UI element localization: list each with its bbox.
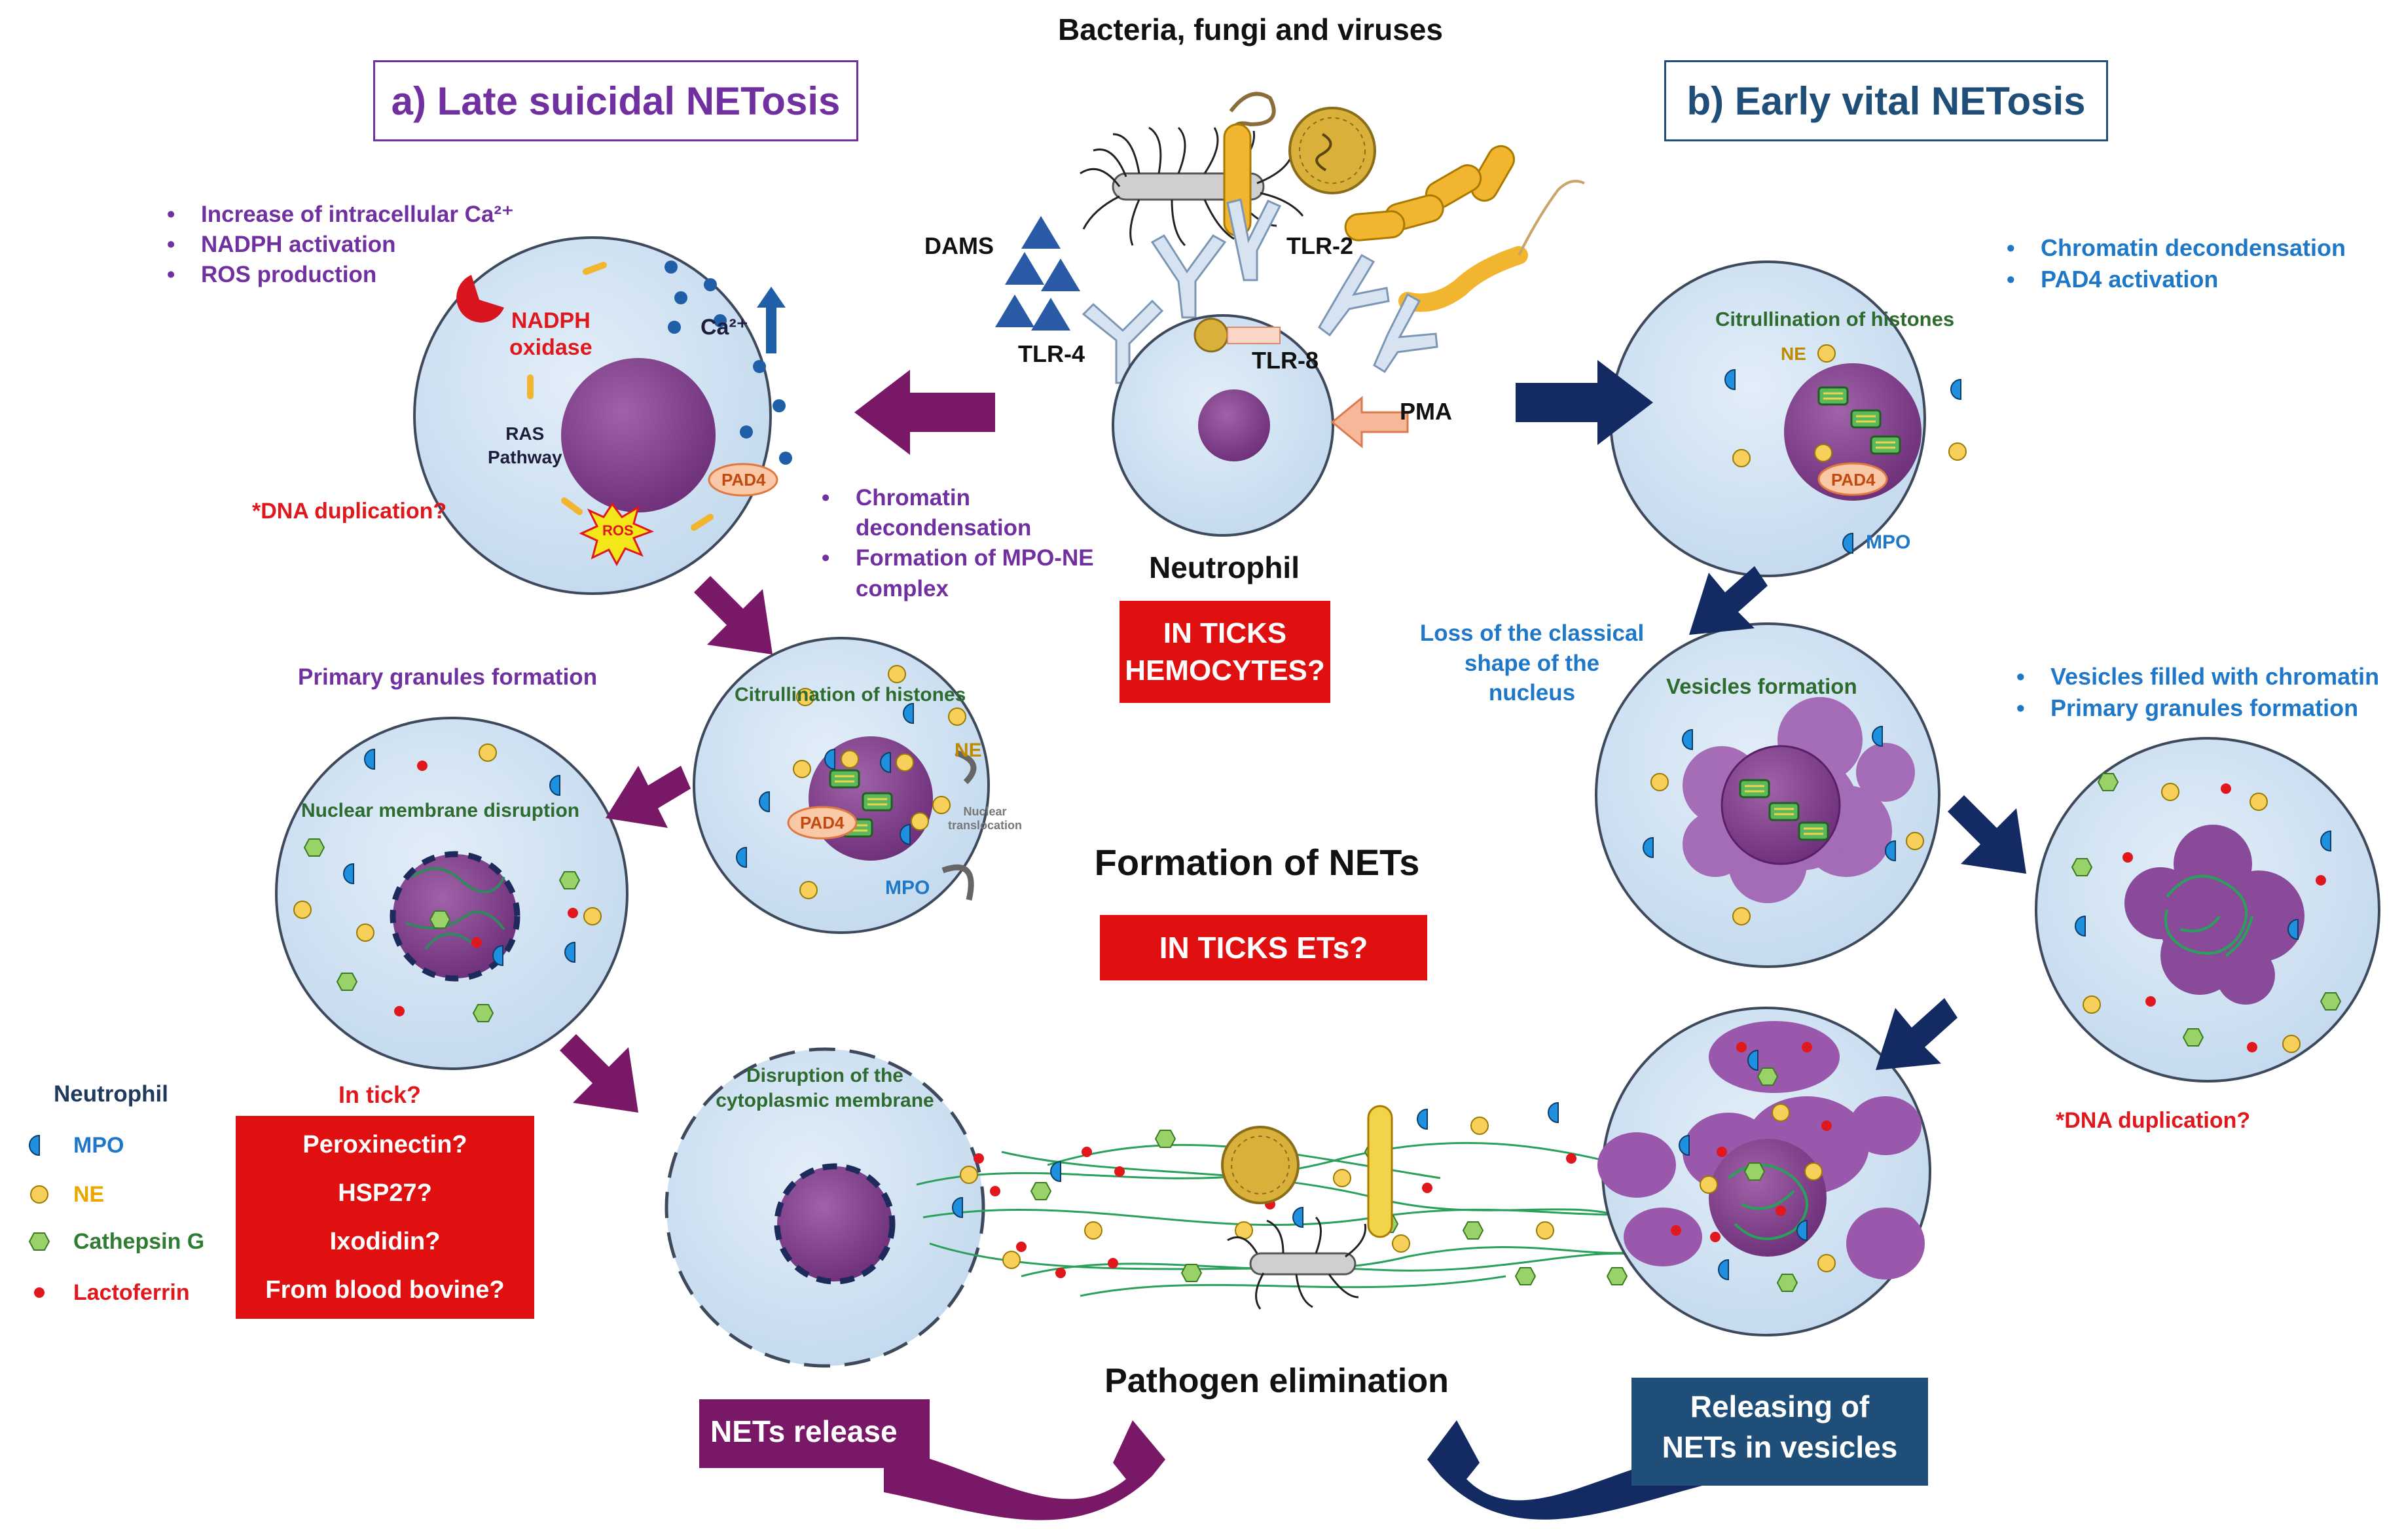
- fungus-icon: [1223, 92, 1585, 312]
- legend-item-lactoferrin: Lactoferrin: [20, 1276, 190, 1309]
- early-bullet-2: PAD4 activation: [2007, 264, 2346, 295]
- receptor-tlr2: TLR-2: [1286, 232, 1353, 259]
- ne-icon: [30, 1185, 48, 1204]
- tick-candidate-1: Peroxinectin?: [302, 1130, 467, 1158]
- cathepsin-icon: [29, 1232, 50, 1251]
- calcium-label: Ca²⁺: [701, 315, 748, 340]
- nets-release-label: NETs release: [710, 1414, 898, 1448]
- mpo-label-early: MPO: [1866, 531, 1911, 553]
- late-bullet-2: NADPH activation: [167, 230, 514, 260]
- late-cell-4: [665, 1047, 985, 1368]
- in-tick-header: In tick?: [338, 1081, 422, 1108]
- legend-item-mpo: MPO: [20, 1129, 124, 1162]
- late-cell-3-title: Nuclear membrane disruption: [301, 800, 580, 821]
- late-cell-3: [275, 717, 628, 1070]
- formation-of-nets: Formation of NETs: [1094, 842, 1420, 883]
- late-cell-4-title: Disruption of the cytoplasmic membrane: [716, 1065, 934, 1111]
- tick-candidate-4: From blood bovine?: [265, 1276, 505, 1304]
- lactoferrin-icon: [34, 1287, 45, 1298]
- dams-icon: [995, 216, 1080, 331]
- vesicles-formation-label: Vesicles formation: [1666, 674, 1857, 698]
- ne-label-early: NE: [1781, 344, 1806, 364]
- early-cell-3: [2035, 737, 2380, 1083]
- late-cell-2: [693, 637, 990, 934]
- receptor-pma: PMA: [1400, 398, 1452, 425]
- receptor-tlr4: TLR-4: [1018, 340, 1085, 367]
- early-netosis-title: b) Early vital NETosis: [1664, 60, 2108, 141]
- late-bullet-5: Formation of MPO-NE complex: [822, 543, 1103, 603]
- nadph-label: NADPH oxidase: [509, 308, 592, 360]
- receptors: [1082, 198, 1438, 384]
- pathogens-header: Bacteria, fungi and viruses: [1058, 12, 1443, 46]
- early-cell-1-title: Citrullination of histones: [1715, 308, 1955, 331]
- tick-candidates-box: Peroxinectin? HSP27? Ixodidin? From bloo…: [236, 1116, 534, 1319]
- late-netosis-title: a) Late suicidal NETosis: [373, 60, 858, 141]
- late-bullet-3: ROS production: [167, 260, 514, 290]
- late-bullets-2: Chromatin decondensation Formation of MP…: [822, 483, 1103, 604]
- neutrophil-label: Neutrophil: [1149, 550, 1300, 584]
- primary-granules-label: Primary granules formation: [298, 664, 598, 690]
- early-bullet-4: Primary granules formation: [2016, 692, 2379, 724]
- pad4-label-early: PAD4: [1831, 470, 1876, 490]
- purple-arrows: [560, 370, 995, 1113]
- pad4-label-late-2: PAD4: [800, 813, 845, 833]
- tick-candidate-2: HSP27?: [338, 1179, 432, 1207]
- vesicle-release-arrow: [1427, 1378, 1928, 1520]
- mpo-label-late: MPO: [885, 877, 930, 899]
- early-cell-2: [1595, 622, 1940, 968]
- nets-release-arrow: [699, 1399, 1165, 1520]
- ne-label-late: NE: [955, 740, 982, 761]
- loss-of-shape-label: Loss of the classical shape of the nucle…: [1419, 620, 1645, 706]
- central-neutrophil: [1112, 314, 1409, 537]
- late-bullet-4: Chromatin decondensation: [822, 483, 1103, 543]
- releasing-vesicles-label: Releasing of NETs in vesicles: [1662, 1389, 1898, 1465]
- ticks-ets-question: IN TICKS ETs?: [1100, 915, 1427, 980]
- receptor-dams: DAMS: [924, 232, 994, 259]
- late-dna-question: *DNA duplication?: [252, 499, 447, 524]
- early-bullets-1: Chromatin decondensation PAD4 activation: [2007, 232, 2346, 295]
- early-bullets-2: Vesicles filled with chromatin Primary g…: [2016, 661, 2379, 723]
- mpo-icon: [29, 1135, 40, 1156]
- ros-label: ROS: [602, 522, 634, 539]
- late-cell-2-title: Citrullination of histones: [735, 684, 966, 706]
- pad4-label-late: PAD4: [721, 470, 766, 490]
- hemocytes-question: IN TICKS HEMOCYTES?: [1120, 601, 1330, 703]
- early-cell-4: [1597, 1007, 1931, 1336]
- pathogen-elimination: Pathogen elimination: [1104, 1362, 1449, 1400]
- early-bullet-1: Chromatin decondensation: [2007, 232, 2346, 264]
- early-bullet-3: Vesicles filled with chromatin: [2016, 661, 2379, 692]
- late-cell-1: [413, 236, 792, 595]
- early-cell-1: [1609, 260, 1967, 577]
- early-dna-question: *DNA duplication?: [2056, 1108, 2251, 1133]
- ras-label: RAS Pathway: [488, 423, 562, 468]
- navy-arrows: [1516, 360, 2026, 1070]
- virus-icon: [1288, 107, 1376, 194]
- legend-title: Neutrophil: [54, 1081, 168, 1107]
- trapped-pathogens-icon: [1221, 1105, 1393, 1310]
- tick-candidate-3: Ixodidin?: [329, 1228, 441, 1255]
- legend-item-ne: NE: [20, 1178, 104, 1211]
- late-bullets-1: Increase of intracellular Ca²⁺ NADPH act…: [167, 200, 514, 291]
- nuclear-translocation-label: Nuclear translocation: [948, 805, 1023, 832]
- legend-item-cathepsin: Cathepsin G: [20, 1225, 204, 1258]
- late-bullet-1: Increase of intracellular Ca²⁺: [167, 200, 514, 230]
- receptor-tlr8: TLR-8: [1252, 347, 1319, 374]
